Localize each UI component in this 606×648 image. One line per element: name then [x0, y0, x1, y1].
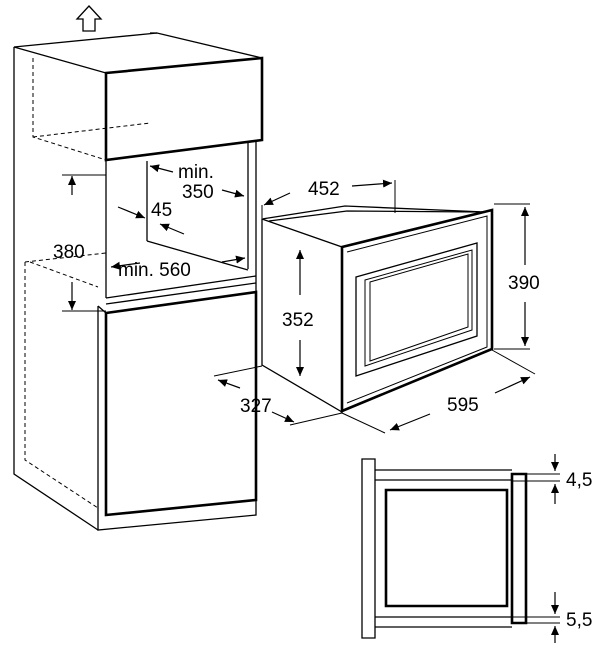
up-arrow-icon	[75, 5, 103, 32]
dim-inner-height: 352	[282, 250, 314, 376]
dim-cabinet-depth: min. 350	[149, 162, 245, 203]
depth-min-label: min.	[178, 162, 214, 183]
width-top-label: 452	[308, 179, 340, 200]
dim-appliance-width-top: 452	[261, 179, 396, 218]
depth-label-appliance: 327	[240, 396, 272, 417]
section-detail	[361, 458, 528, 639]
gap-label: 45	[151, 200, 172, 221]
dim-appliance-front-width: 595	[341, 349, 536, 434]
niche-width-label: min. 560	[118, 260, 191, 281]
front-width-label: 595	[447, 395, 479, 416]
dim-top-gap: 4,5	[512, 454, 592, 504]
top-gap-label: 4,5	[566, 470, 592, 491]
dim-niche-width: min. 560	[110, 255, 246, 281]
depth-label: 350	[182, 182, 214, 203]
dim-bottom-gap: 5,5	[512, 592, 592, 643]
inner-height-label: 352	[282, 310, 314, 331]
dim-appliance-height: 390	[494, 203, 540, 350]
bottom-gap-label: 5,5	[566, 610, 592, 631]
dim-niche-height: 380	[53, 174, 106, 312]
height-label: 390	[508, 273, 540, 294]
niche-height-label: 380	[53, 242, 85, 263]
cabinet-drawing	[13, 32, 264, 531]
appliance-drawing	[261, 205, 494, 414]
dim-appliance-depth: 327	[213, 365, 343, 426]
dim-gap: 45	[117, 200, 185, 235]
